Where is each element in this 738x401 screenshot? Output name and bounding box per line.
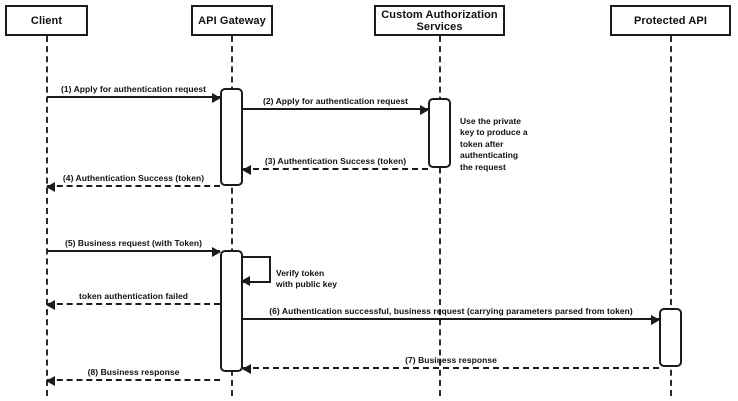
message-2-apply-for-authentication-request[interactable]: (2) Apply for authentication request xyxy=(243,96,429,115)
note-verify-token: Verify token with public key xyxy=(276,256,371,291)
participant-label-protected-api: Protected API xyxy=(633,14,708,27)
message-1-apply-for-authentication-request[interactable]: (1) Apply for authentication request xyxy=(47,84,221,103)
participant-box-api-gateway[interactable]: API Gateway xyxy=(191,5,273,36)
arrowhead-left-icon xyxy=(46,300,55,310)
message-4-authentication-success-token[interactable]: (4) Authentication Success (token) xyxy=(46,173,220,192)
message-label-7: (7) Business response xyxy=(405,355,497,365)
arrowhead-left-icon xyxy=(242,364,251,374)
arrowhead-left-icon xyxy=(242,165,251,175)
arrowhead-left-icon xyxy=(46,376,55,386)
selfcall-verify-token[interactable] xyxy=(241,256,271,286)
message-label-4: (4) Authentication Success (token) xyxy=(62,173,205,183)
arrowhead-left-icon xyxy=(46,182,55,192)
message-5-business-request-with-token[interactable]: (5) Business request (with Token) xyxy=(47,238,221,257)
arrowhead-left-icon xyxy=(241,276,250,286)
note-verify-token-text: Verify token with public key xyxy=(276,267,337,290)
participant-label-api-gateway: API Gateway xyxy=(198,14,266,27)
message-7-business-response[interactable]: (7) Business response xyxy=(242,355,659,374)
participant-box-client[interactable]: Client xyxy=(5,5,88,36)
arrowhead-right-icon xyxy=(212,247,221,257)
message-6-authentication-successful-business-request[interactable]: (6) Authentication successful, business … xyxy=(243,306,660,325)
arrowhead-right-icon xyxy=(212,93,221,103)
activation-api-gateway-2 xyxy=(220,250,243,372)
message-3-authentication-success-token[interactable]: (3) Authentication Success (token) xyxy=(242,156,428,175)
arrowhead-right-icon xyxy=(420,105,429,115)
message-8-business-response[interactable]: (8) Business response xyxy=(46,367,220,386)
participant-label-custom-authorization-services: Custom Authorization Services xyxy=(381,8,498,33)
message-label-2: (2) Apply for authentication request xyxy=(262,96,409,106)
lifeline-api-gateway xyxy=(231,36,233,396)
activation-api-gateway-1 xyxy=(220,88,243,186)
message-label-6: (6) Authentication successful, business … xyxy=(269,306,633,316)
lifeline-client xyxy=(46,36,48,396)
participant-label-client: Client xyxy=(30,14,63,27)
note-private-key: Use the private key to produce a token a… xyxy=(460,104,560,173)
message-label-token-authentication-failed: token authentication failed xyxy=(78,291,189,301)
lifeline-custom-authorization-services xyxy=(439,36,441,396)
message-label-3: (3) Authentication Success (token) xyxy=(264,156,407,166)
activation-custom-authorization-services-1 xyxy=(428,98,451,168)
activation-protected-api-1 xyxy=(659,308,682,367)
message-label-5: (5) Business request (with Token) xyxy=(64,238,203,248)
arrowhead-right-icon xyxy=(651,315,660,325)
participant-box-protected-api[interactable]: Protected API xyxy=(610,5,731,36)
message-label-8: (8) Business response xyxy=(87,367,180,377)
note-private-key-text: Use the private key to produce a token a… xyxy=(460,115,528,172)
participant-box-custom-authorization-services[interactable]: Custom Authorization Services xyxy=(374,5,505,36)
lifeline-protected-api xyxy=(670,36,672,396)
message-token-authentication-failed[interactable]: token authentication failed xyxy=(46,291,220,310)
message-label-1: (1) Apply for authentication request xyxy=(60,84,207,94)
